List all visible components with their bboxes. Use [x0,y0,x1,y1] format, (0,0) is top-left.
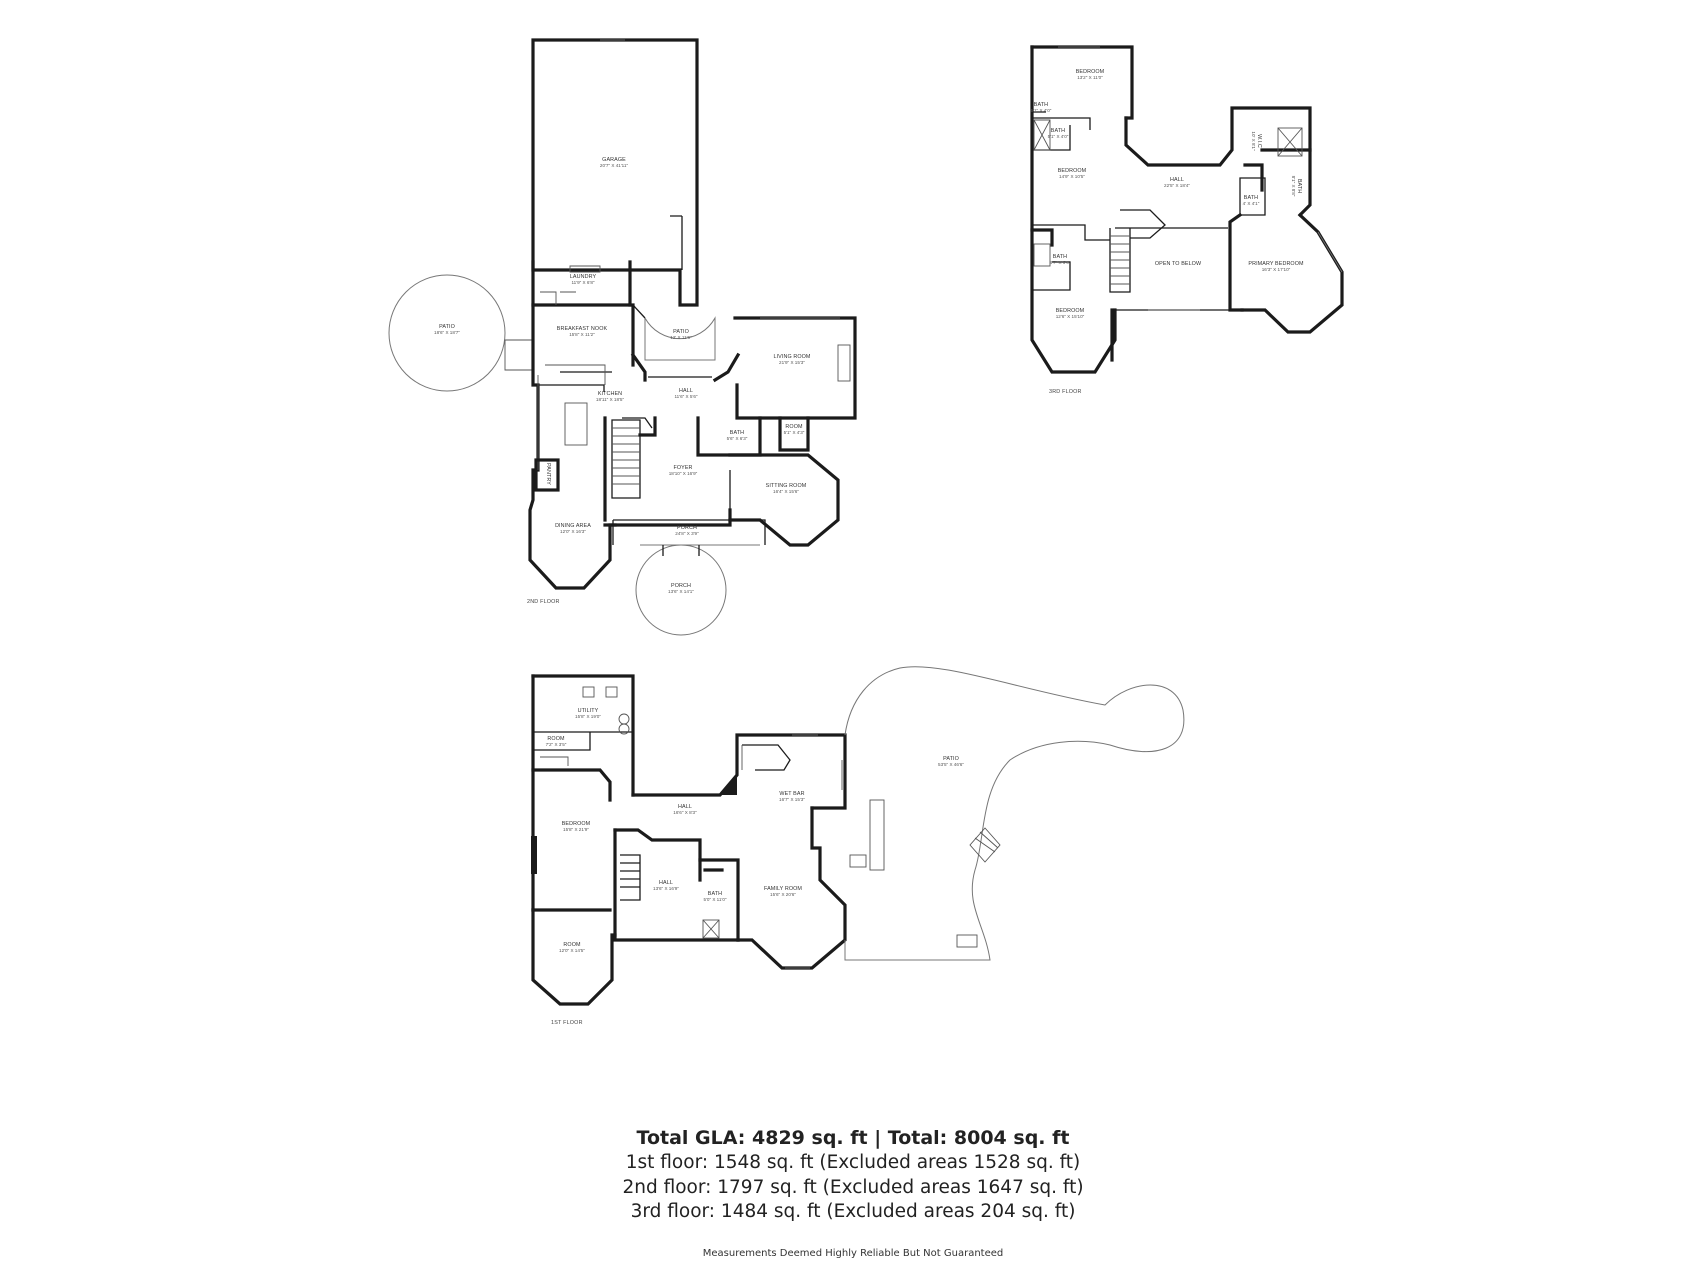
second-floor-labels: GARAGE 20'7" X 41'11" LAUNDRY 11'9" X 6'… [434,157,811,605]
room-label: BEDROOM [1076,69,1105,75]
room-label: FOYER [673,465,692,471]
first-floor-plan [531,666,1185,1006]
room-label: GARAGE [602,157,626,163]
room-label: ROOM [547,736,565,742]
room-label: LAUNDRY [570,274,597,280]
room-dim: 13'2" X 11'0" [1077,75,1103,80]
room-dim: 15'8" X 11'2" [569,332,595,337]
room-label: BATH [1051,128,1065,134]
room-label: ROOM [785,424,803,430]
floor-label-third: 3RD FLOOR [1049,389,1082,395]
room-dim: 53'5" X 46'6" [938,762,964,767]
room-dim: 15'8" X 21'9" [563,827,589,832]
porch-circle-outline [635,544,727,636]
room-label: W.I.C [1256,134,1262,148]
room-dim: 16'6" X 8'3" [673,810,697,815]
floor-label-first: 1ST FLOOR [551,1020,583,1026]
room-dim: 18'6" X 18'7" [434,330,460,335]
room-label: BATH [1034,102,1048,108]
patio-circle-outline [388,274,506,392]
room-dim: 12'6" X 15'10" [1056,314,1085,319]
room-dim: 13'6" X 14'1" [668,589,694,594]
room-dim: 18'10" X 16'9" [669,471,698,476]
room-label: HALL [1170,177,1184,183]
room-dim: 12' X 11'6" [670,335,692,340]
room-label: PATIO [943,756,959,762]
svg-text:PANTRY: PANTRY [545,463,551,485]
room-dim: 24'8" X 3'9" [675,531,699,536]
room-label: BATH [730,430,744,436]
room-dim: 12'0" X 14'5" [559,948,585,953]
room-dim: 22'5" X 18'4" [1164,183,1190,188]
room-label: HALL [679,388,693,394]
room-dim: 15'6" X 20'6" [770,892,796,897]
room-label: PATIO [439,324,455,330]
room-label: ROOM [563,942,581,948]
disclaimer: Measurements Deemed Highly Reliable But … [702,1248,1004,1259]
second-floor-area: 2nd floor: 1797 sq. ft (Excluded areas 1… [622,1176,1084,1198]
room-label: BEDROOM [1058,168,1087,174]
third-floor-labels: BEDROOM 13'2" X 11'0" BATH 5'1" X 4'0" B… [1031,69,1304,395]
room-dim: 8'7" X 6'4" [1050,260,1071,265]
floor-label-second: 2ND FLOOR [527,599,560,605]
third-floor-area: 3rd floor: 1484 sq. ft (Excluded areas 2… [630,1201,1076,1222]
room-dim: 21'9" X 15'3" [779,360,805,365]
room-label: KITCHEN [598,391,622,397]
room-label: SITTING ROOM [766,483,807,489]
room-dim: 16'3" X 17'10" [1262,267,1291,272]
room-label: BATH [1244,195,1258,201]
room-label: BATH [708,891,722,897]
room-dim: 5'6" X 6'3" [727,436,748,441]
room-label: PORCH [671,583,691,589]
second-floor-plan: PANTRY [388,38,857,636]
room-dim: 5'1" X 4'0" [1031,108,1052,113]
room-label: BEDROOM [1056,308,1085,314]
room-label: OPEN TO BELOW [1155,261,1202,267]
third-floor-plan [1030,45,1344,374]
room-label: PORCH [677,525,697,531]
room-dim: 18'11" X 18'5" [596,397,625,402]
room-dim: 11'6" X 5'6" [674,394,697,399]
room-label: HALL [659,880,673,886]
room-label: BREAKFAST NOOK [557,326,608,332]
room-dim: 15'8" X 19'0" [575,714,601,719]
room-dim: 5'1" X 4'3" [784,430,805,435]
room-label: BATH [1053,254,1067,260]
room-label: WET BAR [779,791,804,797]
room-label: BEDROOM [562,821,591,827]
room-dim: 12'0" X 16'3" [560,529,586,534]
room-dim: 11'9" X 6'8" [571,280,594,285]
room-dim: 5'0" X 11'0" [703,897,726,902]
first-floor-area: 1st floor: 1548 sq. ft (Excluded areas 1… [625,1152,1081,1173]
room-label: PRIMARY BEDROOM [1248,261,1304,267]
first-floor-labels: UTILITY 15'8" X 19'0" ROOM 7'2" X 3'5" P… [546,708,965,1026]
room-dim: 7'2" X 3'5" [546,742,567,747]
room-dim: 16'7" X 15'3" [779,797,805,802]
room-dim: 13'6" X 16'9" [653,886,679,891]
room-dim: 16'4" X 15'6" [773,489,799,494]
room-label: DINING AREA [555,523,591,529]
total-gla: Total GLA: 4829 sq. ft | Total: 8004 sq.… [636,1127,1070,1149]
room-dim: 8'1" X 8'8" [1291,176,1296,197]
room-dim: 20'7" X 41'11" [600,163,629,168]
room-label: HALL [678,804,692,810]
room-label: BATH [1296,179,1302,193]
room-dim: 4' X 4'1" [1243,201,1260,206]
room-dim: 10' X 8'1" [1251,131,1256,151]
room-label: UTILITY [578,708,599,714]
room-label: FAMILY ROOM [764,886,802,892]
room-label: PATIO [673,329,689,335]
room-label: LIVING ROOM [773,354,810,360]
area-summary: Total GLA: 4829 sq. ft | Total: 8004 sq.… [0,1126,1706,1225]
room-dim: 14'9" X 10'5" [1059,174,1085,179]
room-dim: 5'1" X 4'0" [1048,134,1069,139]
